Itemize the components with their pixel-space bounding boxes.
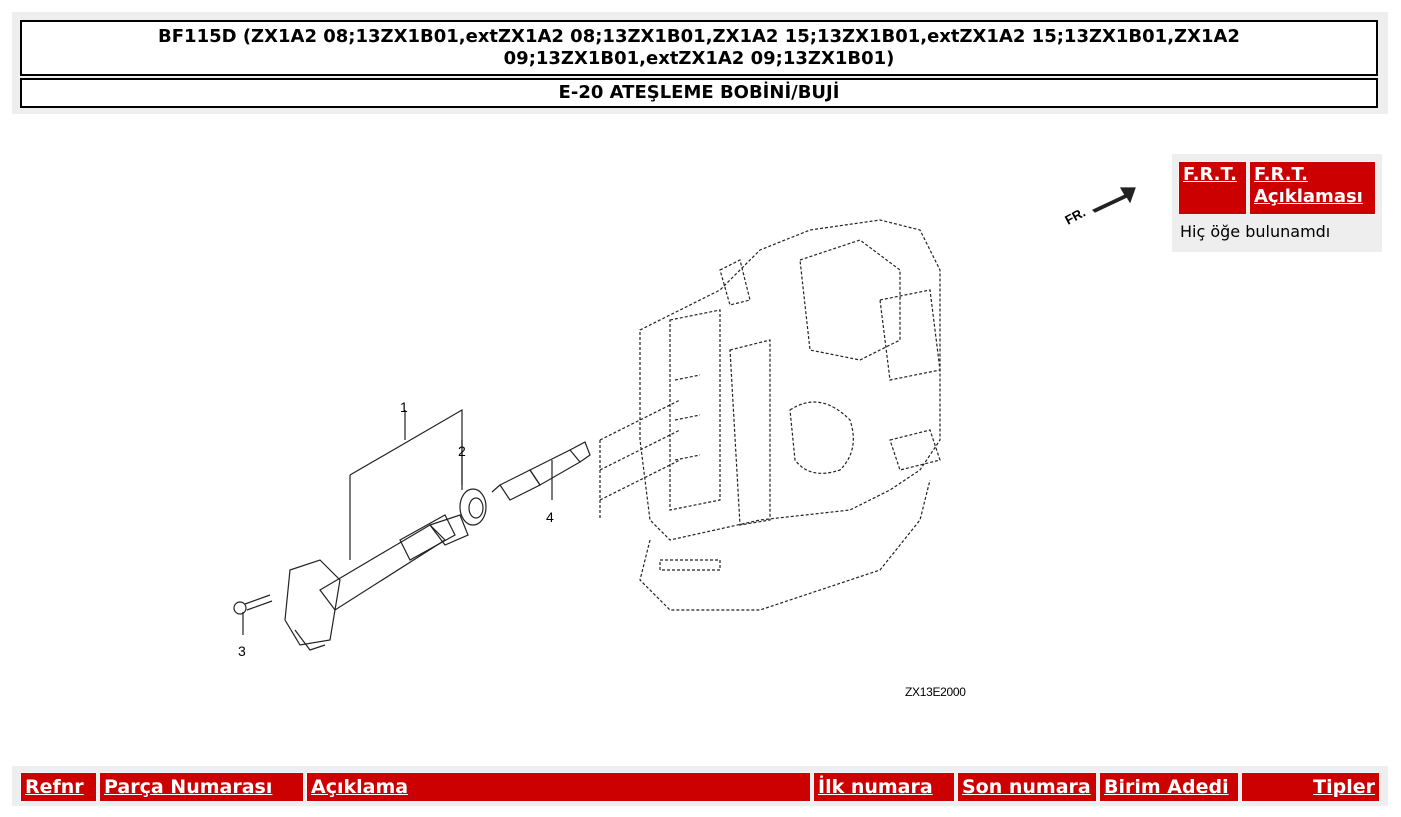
callout-1: 1 bbox=[400, 399, 408, 415]
bolt-drawing bbox=[233, 594, 273, 615]
frt-link[interactable]: F.R.T. bbox=[1178, 161, 1247, 215]
section-title: E-20 ATEŞLEME BOBİNİ/BUJİ bbox=[20, 78, 1378, 108]
column-description[interactable]: Açıklama bbox=[306, 772, 811, 802]
column-refnr[interactable]: Refnr bbox=[20, 772, 97, 802]
model-title: BF115D (ZX1A2 08;13ZX1B01,extZX1A2 08;13… bbox=[20, 20, 1378, 76]
callout-2: 2 bbox=[458, 443, 466, 459]
callout-4: 4 bbox=[546, 509, 554, 525]
frt-panel: F.R.T. F.R.T. Açıklaması Hiç öğe bulunam… bbox=[1172, 154, 1382, 252]
column-unit-quantity[interactable]: Birim Adedi bbox=[1099, 772, 1239, 802]
frt-empty-message: Hiç öğe bulunamdı bbox=[1180, 222, 1331, 241]
model-title-line2: 09;13ZX1B01,extZX1A2 09;13ZX1B01) bbox=[503, 48, 895, 69]
column-first-number[interactable]: İlk numara bbox=[813, 772, 955, 802]
column-last-number[interactable]: Son numara bbox=[957, 772, 1097, 802]
callout-lines bbox=[242, 408, 553, 635]
parts-table-header: Refnr Parça Numarası Açıklama İlk numara… bbox=[12, 766, 1388, 806]
engine-block-drawing bbox=[599, 219, 941, 611]
spark-plug-drawing bbox=[491, 441, 591, 501]
frt-description-link[interactable]: F.R.T. Açıklaması bbox=[1249, 161, 1376, 215]
callout-3: 3 bbox=[238, 643, 246, 659]
front-direction-arrow bbox=[1091, 187, 1136, 213]
model-title-line1: BF115D (ZX1A2 08;13ZX1B01,extZX1A2 08;13… bbox=[158, 26, 1240, 47]
title-block: BF115D (ZX1A2 08;13ZX1B01,extZX1A2 08;13… bbox=[12, 12, 1388, 114]
column-part-number[interactable]: Parça Numarası bbox=[99, 772, 304, 802]
diagram-code: ZX13E2000 bbox=[905, 685, 966, 699]
column-types[interactable]: Tipler bbox=[1241, 772, 1380, 802]
seal-drawing bbox=[459, 488, 487, 526]
front-direction-label: FR. bbox=[1062, 205, 1088, 228]
ignition-coil-drawing bbox=[284, 514, 469, 651]
parts-diagram: 1 2 3 4 FR. bbox=[233, 187, 1136, 659]
